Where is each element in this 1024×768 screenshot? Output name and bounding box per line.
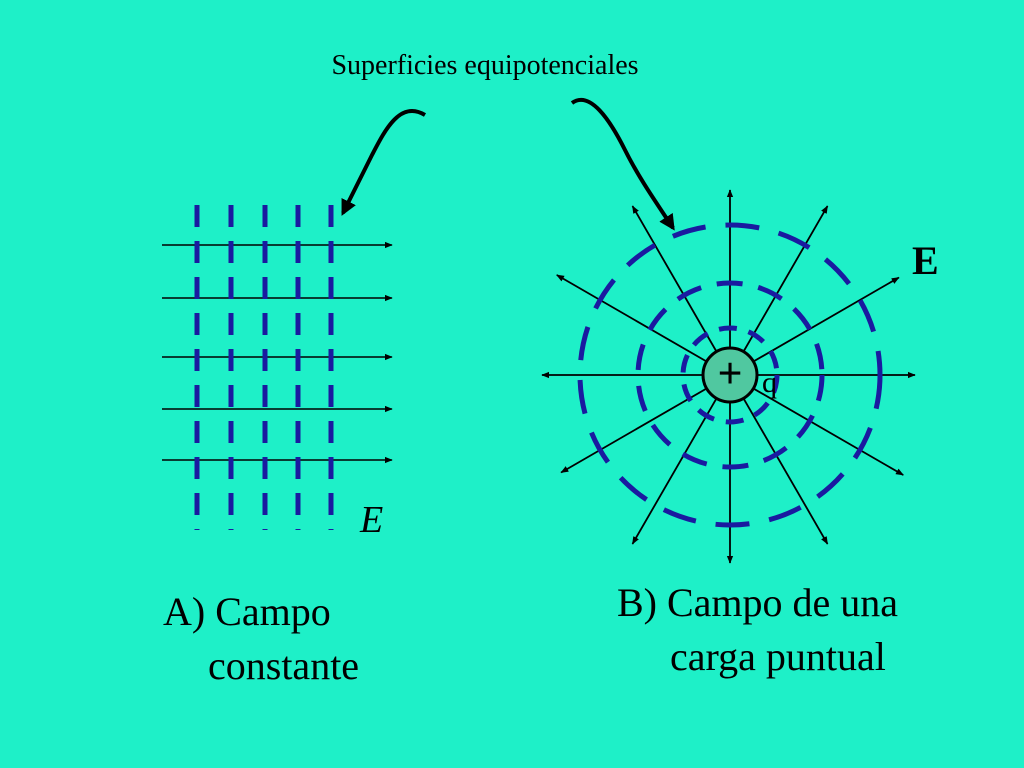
panel-a-uniform-field: E A) Campo constante: [162, 205, 393, 688]
panel-a-caption-line2: constante: [208, 643, 359, 688]
charge-sign: +: [717, 349, 742, 398]
pointer-arrow-right: [570, 98, 675, 231]
panel-b-caption-line1: B) Campo de una: [617, 580, 898, 625]
uniform-field-label: E: [359, 499, 383, 541]
radial-field-line: [729, 374, 829, 545]
radial-field-line: [560, 374, 731, 474]
spherical-equipotential: [577, 222, 883, 528]
spherical-equipotential: [635, 280, 825, 470]
radial-field-line: [729, 374, 904, 476]
point-charge: [701, 346, 759, 404]
diagram-title: Superficies equipotenciales: [331, 50, 638, 81]
radial-field-line: [631, 374, 731, 545]
spherical-equipotential: [680, 325, 780, 425]
charge-label: q: [762, 366, 777, 399]
radial-field-line: [729, 205, 829, 376]
uniform-field-lines: [162, 241, 393, 464]
radial-field-line: [631, 205, 731, 376]
radial-field-line: [729, 276, 900, 376]
pointer-arrow-left: [341, 109, 427, 216]
uniform-equipotential-planes: [194, 205, 334, 530]
radial-field-label: E: [912, 238, 939, 283]
panel-b-point-charge: + q E B) Campo de una carga puntual: [541, 189, 939, 679]
spherical-equipotentials: [577, 222, 883, 528]
panel-a-caption-line1: A) Campo: [163, 589, 331, 634]
radial-field-line: [556, 274, 731, 376]
panel-b-caption-line2: carga puntual: [670, 634, 886, 679]
